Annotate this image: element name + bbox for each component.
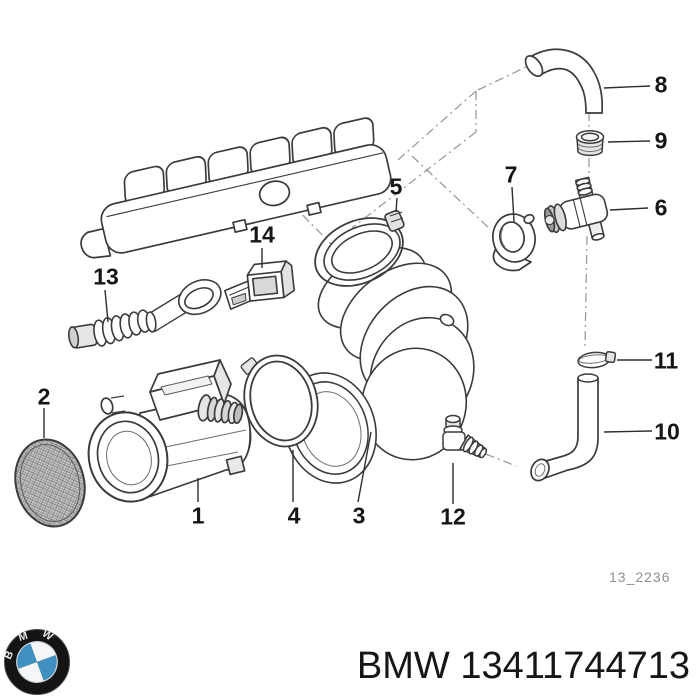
- part-label-3: 3: [352, 502, 366, 529]
- idle-valve-part6-drawing: [543, 176, 609, 241]
- part-label-5: 5: [389, 173, 403, 200]
- elbow-fitting-part12-drawing: [442, 414, 488, 459]
- part-label-13: 13: [93, 263, 119, 290]
- part-label-10: 10: [654, 418, 680, 445]
- vent-hose-part10-drawing: [530, 373, 599, 482]
- part-label-8: 8: [654, 71, 668, 98]
- clamping-ring-part4-drawing: [240, 354, 319, 448]
- diagram-code: 13_2236: [609, 569, 671, 585]
- bmw-logo-quadrants: [16, 641, 58, 683]
- part-label-9: 9: [654, 127, 668, 154]
- part-label-11: 11: [653, 347, 679, 374]
- hose-clamp-part11-drawing: [577, 351, 617, 369]
- air-flow-meter-part1-drawing: [87, 359, 252, 503]
- grommet-part9-drawing: [575, 130, 605, 157]
- exploded-parts-drawing: [14, 48, 653, 528]
- part-label-7: 7: [504, 161, 518, 188]
- bmw-logo: BMW: [3, 628, 70, 695]
- part-label-12: 12: [440, 503, 466, 530]
- plug-connector-part14-drawing: [224, 260, 295, 310]
- part-number-title: BMW 13411744713: [356, 645, 690, 687]
- elbow-hose-part8-drawing: [524, 48, 604, 114]
- holder-part7-drawing: [492, 213, 536, 272]
- temp-sensor-part13-drawing: [68, 279, 222, 349]
- part-label-4: 4: [287, 502, 301, 529]
- part-label-14: 14: [249, 221, 275, 248]
- intake-manifold-drawing: [80, 117, 392, 259]
- part-label-2: 2: [37, 383, 51, 410]
- hose-clamp-part5-drawing: [314, 209, 405, 287]
- screen-part2-drawing: [14, 438, 86, 528]
- label-leader-lines: [43, 85, 653, 504]
- intake-hose-part3-drawing: [283, 209, 475, 484]
- part-label-1: 1: [191, 502, 205, 529]
- part-label-6: 6: [654, 194, 668, 221]
